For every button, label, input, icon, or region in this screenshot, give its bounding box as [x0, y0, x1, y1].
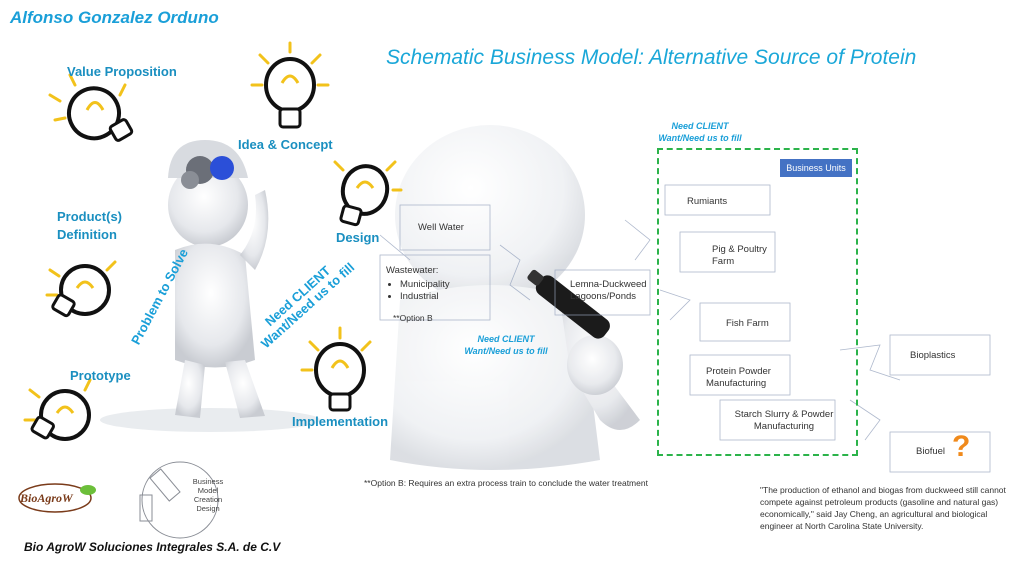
option-b-note: **Option B: Requires an extra process tr… [364, 478, 648, 488]
sketch-lines [379, 184, 991, 473]
need-top-line1: Need CLIENT [671, 121, 729, 131]
output-biofuel: Biofuel [916, 446, 946, 457]
bioagrow-logo-art [18, 483, 96, 513]
wastewater-item: Industrial [400, 291, 496, 303]
lightbulb-implementation [300, 326, 372, 412]
bmcd-logo-art [139, 461, 219, 539]
lightbulb-idea [250, 41, 330, 129]
unit-starch-line1: Starch Slurry & Powder [734, 409, 834, 420]
bmcd-line1: Business [192, 477, 224, 486]
stage-product-line2: Definition [57, 227, 117, 242]
unit-pig-line1: Pig & Poultry [712, 244, 767, 255]
wastewater-box: Wastewater: Municipality Industrial [386, 265, 496, 303]
unit-rumiants: Rumiants [687, 196, 728, 207]
wastewater-list: Municipality Industrial [386, 279, 496, 303]
thinking-figure [100, 140, 320, 432]
well-water-label: Well Water [418, 222, 464, 233]
need-mid-line2: Want/Need us to fill [464, 346, 548, 356]
stage-design: Design [336, 230, 380, 245]
stage-value-proposition: Value Proposition [67, 64, 177, 79]
business-units-tag: Business Units [780, 159, 852, 177]
unit-protein-line2: Manufacturing [706, 378, 767, 389]
stage-implementation: Implementation [292, 414, 389, 429]
unit-starch-line2: Manufacturing [753, 421, 815, 432]
unit-protein-powder: Protein Powder Manufacturing [706, 366, 771, 390]
unit-pig-line2: Farm [712, 256, 735, 267]
lightbulb-product [45, 260, 117, 318]
unit-pig-poultry: Pig & Poultry Farm [712, 244, 767, 268]
page-title: Schematic Business Model: Alternative So… [386, 46, 917, 69]
unit-starch: Starch Slurry & Powder Manufacturing [728, 409, 840, 433]
need-client-top: Need CLIENT Want/Need us to fill [640, 120, 760, 144]
stage-idea-concept: Idea & Concept [238, 137, 333, 152]
bmcd-logo: Business Model Creation Design [186, 477, 230, 513]
option-b-label: **Option B [393, 313, 433, 323]
marker-pen [527, 269, 610, 339]
quote-text: "The production of ethanol and biogas fr… [760, 485, 1006, 531]
lemna-line1: Lemna-Duckweed [570, 279, 647, 290]
need-top-line2: Want/Need us to fill [658, 133, 742, 143]
unit-protein-line1: Protein Powder [706, 366, 771, 377]
lightbulb-value-proposition [48, 73, 134, 142]
bmcd-line3: Creation [193, 495, 223, 504]
business-units-frame [657, 148, 858, 456]
output-bioplastics: Bioplastics [910, 350, 956, 361]
lemna-line2: Lagoons/Ponds [570, 291, 637, 302]
need-client-mid: Need CLIENT Want/Need us to fill [446, 333, 566, 357]
company-name: Bio AgroW Soluciones Integrales S.A. de … [24, 540, 281, 554]
stage-prototype: Prototype [70, 368, 131, 383]
author-name: Alfonso Gonzalez Orduno [10, 8, 219, 27]
lemna-box: Lemna-Duckweed Lagoons/Ponds [570, 279, 647, 303]
stage-product-line1: Product(s) [57, 209, 122, 224]
need-mid-line1: Need CLIENT [477, 334, 535, 344]
wastewater-label: Wastewater: [386, 265, 439, 276]
bmcd-line2: Model [197, 486, 219, 495]
bioagrow-logo: BioAgroW [20, 491, 73, 505]
unit-fish-farm: Fish Farm [726, 318, 769, 329]
bmcd-line4: Design [196, 504, 220, 513]
lightbulb-prototype [23, 378, 92, 441]
lightbulb-design [333, 160, 403, 227]
wastewater-item: Municipality [400, 279, 496, 291]
question-mark-icon: ? [952, 430, 971, 463]
